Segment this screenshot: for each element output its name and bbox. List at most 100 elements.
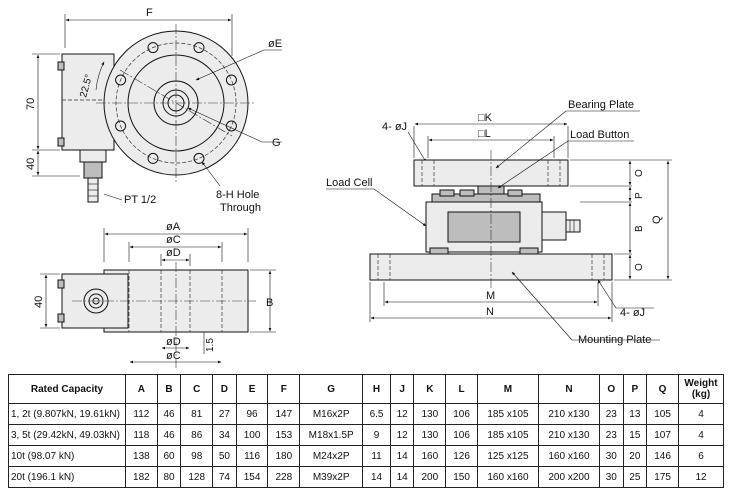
dim-o-bottom-label: O — [634, 263, 645, 271]
header-l: L — [445, 374, 478, 404]
cell: 100 — [235, 424, 269, 446]
table-header-row: Rated Capacity A B C D E F G H J K L M N… — [8, 374, 724, 404]
assembly-view: □K □L 4- øJ B — [326, 99, 672, 346]
cell: 14 — [362, 466, 391, 488]
dim-e-label: øE — [268, 38, 282, 50]
header-m: M — [476, 374, 539, 404]
dim-m-label: M — [486, 290, 495, 302]
cell: 200 x200 — [537, 466, 600, 488]
cell: 50 — [212, 445, 237, 467]
cell: 130 — [413, 424, 447, 446]
side-dim-c2-label: øC — [166, 350, 181, 362]
cell: 46 — [156, 424, 182, 446]
cell: 23 — [598, 424, 624, 446]
cell: 4 — [678, 424, 724, 446]
cell: 228 — [267, 466, 301, 488]
side-dim-d2-label: øD — [166, 336, 181, 348]
dim-40-label: 40 — [25, 158, 37, 170]
cell: 60 — [156, 445, 182, 467]
cell: 128 — [180, 466, 214, 488]
header-p: P — [622, 374, 648, 404]
cell: 153 — [267, 424, 301, 446]
cell: 210 x130 — [537, 403, 600, 425]
cell: 180 — [267, 445, 301, 467]
cell: 147 — [267, 403, 301, 425]
header-rated-capacity: Rated Capacity — [8, 374, 126, 404]
dim-f-label: F — [146, 7, 153, 19]
cell: 125 x125 — [476, 445, 539, 467]
side-dim-1-5-label: 1.5 — [205, 338, 216, 352]
cell: 130 — [413, 403, 447, 425]
dim-q-label: Q — [651, 215, 663, 224]
cell: 6 — [678, 445, 724, 467]
cell: 30 — [598, 466, 624, 488]
cell: 118 — [125, 424, 158, 446]
cell: M39x2P — [299, 466, 364, 488]
header-q: Q — [646, 374, 679, 404]
dim-b-assembly-label: B — [634, 225, 645, 232]
table-row: 20t (196.1 kN) 182 80 128 74 154 228 M39… — [8, 466, 724, 488]
cell: 160 x160 — [537, 445, 600, 467]
cell: M18x1.5P — [299, 424, 364, 446]
cell: 11 — [362, 445, 391, 467]
cell: 105 — [646, 403, 679, 425]
cell: 210 x130 — [537, 424, 600, 446]
cell: 200 — [413, 466, 447, 488]
top-view: F 22.5° — [25, 7, 282, 214]
cell: 12 — [389, 403, 415, 425]
cell: 138 — [125, 445, 158, 467]
load-cell-label: Load Cell — [326, 177, 372, 189]
header-d: D — [212, 374, 237, 404]
header-f: F — [267, 374, 301, 404]
cell: 106 — [445, 403, 478, 425]
cell-capacity: 10t (98.07 kN) — [8, 445, 126, 467]
header-k: K — [413, 374, 447, 404]
cell: M16x2P — [299, 403, 364, 425]
table-row: 1, 2t (9.807kN, 19.61kN) 112 46 81 27 96… — [8, 403, 724, 425]
cell: 15 — [622, 424, 648, 446]
header-e: E — [235, 374, 269, 404]
mounting-plate-label: Mounting Plate — [578, 334, 651, 346]
header-h: H — [362, 374, 391, 404]
table-row: 3, 5t (29.42kN, 49.03kN) 118 46 86 34 10… — [8, 424, 724, 446]
dim-4j-top-label: 4- øJ — [382, 121, 407, 133]
side-view: øA øC øD 40 B 1. — [33, 221, 276, 368]
cell: 9 — [362, 424, 391, 446]
cell: 175 — [646, 466, 679, 488]
side-dim-b-label: B — [266, 297, 273, 309]
cell: 30 — [598, 445, 624, 467]
dim-l-label: □L — [478, 128, 491, 140]
hole-label-2: Through — [220, 202, 261, 214]
specification-table: Rated Capacity A B C D E F G H J K L M N… — [8, 374, 724, 488]
dim-70-label: 70 — [25, 98, 37, 110]
cell: 74 — [212, 466, 237, 488]
cell: 185 x105 — [476, 424, 539, 446]
cell: 160 x160 — [476, 466, 539, 488]
technical-drawing: F 22.5° — [25, 7, 672, 368]
cell: 160 — [413, 445, 447, 467]
cell: 80 — [156, 466, 182, 488]
cell: 23 — [598, 403, 624, 425]
side-dim-40-label: 40 — [33, 296, 45, 308]
cell: 25 — [622, 466, 648, 488]
cell: 107 — [646, 424, 679, 446]
cell: 106 — [445, 424, 478, 446]
dim-o-top-label: O — [634, 169, 645, 177]
header-weight: Weight (kg) — [678, 374, 724, 404]
cell: 98 — [180, 445, 214, 467]
cell: 14 — [389, 466, 415, 488]
cell: 185 x105 — [476, 403, 539, 425]
cell: 116 — [235, 445, 269, 467]
header-n: N — [537, 374, 600, 404]
bolt-holes — [115, 42, 237, 164]
header-b: B — [156, 374, 182, 404]
cell: 14 — [389, 445, 415, 467]
cell: 12 — [678, 466, 724, 488]
cell: 20 — [622, 445, 648, 467]
cell-capacity: 1, 2t (9.807kN, 19.61kN) — [8, 403, 126, 425]
side-dim-d-label: øD — [166, 247, 181, 259]
load-button-label: Load Button — [570, 129, 629, 141]
cell: 46 — [156, 403, 182, 425]
header-a: A — [125, 374, 158, 404]
cell: 34 — [212, 424, 237, 446]
